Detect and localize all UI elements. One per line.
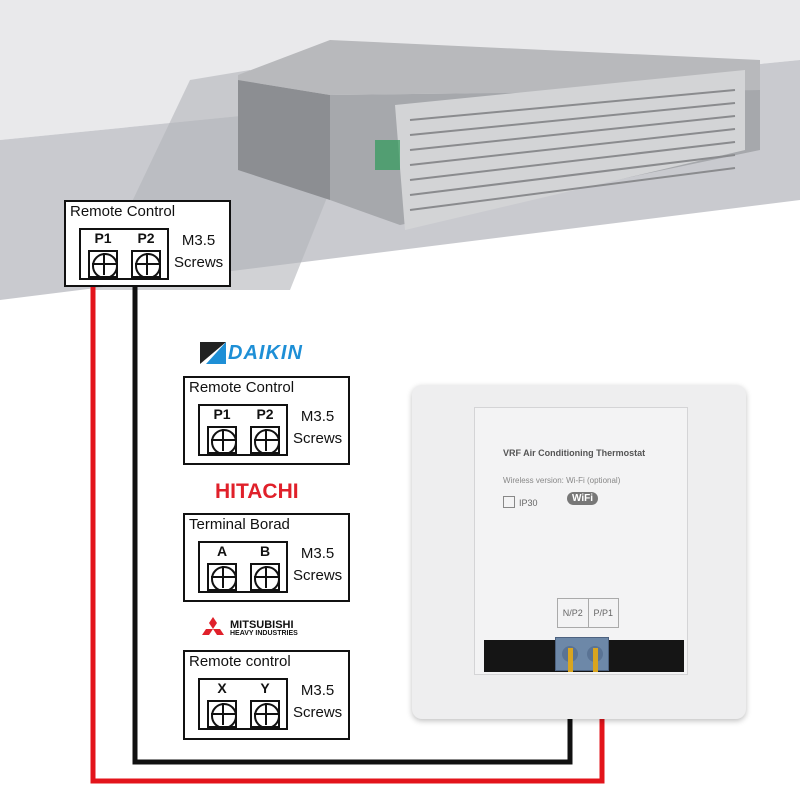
- terminal: B: [245, 543, 285, 592]
- daikin-mark-icon: [200, 342, 226, 364]
- terminal-labels: N/P2 P/P1: [557, 598, 619, 628]
- box-title: Remote control: [189, 653, 291, 670]
- thermostat-back: VRF Air Conditioning Thermostat Wireless…: [412, 385, 746, 719]
- screw-icon: [250, 426, 280, 455]
- screw-icon: [250, 563, 280, 592]
- ducted-ac-unit: [238, 40, 760, 230]
- screw-icon: [88, 250, 118, 279]
- box-title: Remote Control: [189, 379, 295, 396]
- red-wire: [90, 270, 605, 784]
- hitachi-logo: HITACHI: [215, 480, 299, 503]
- screw-icon: [207, 700, 237, 729]
- thermostat-title: VRF Air Conditioning Thermostat: [503, 448, 646, 458]
- terminal: P2: [126, 230, 166, 279]
- terminal-label-np2: N/P2: [558, 599, 589, 627]
- three-diamonds-icon: [202, 617, 224, 635]
- terminal: Y: [245, 680, 285, 729]
- ip-rating: IP30: [519, 498, 538, 508]
- wifi-logo-icon: WiFi: [567, 492, 599, 505]
- terminal: P1: [202, 406, 242, 455]
- terminal: P1: [83, 230, 123, 279]
- terminal: A: [202, 543, 242, 592]
- terminal: X: [202, 680, 242, 729]
- screw-icon: [207, 563, 237, 592]
- terminal-label-pp1: P/P1: [593, 608, 613, 618]
- box-title: Remote Control: [70, 203, 176, 220]
- box-title: Terminal Borad: [189, 516, 290, 533]
- ip-square-icon: [503, 496, 515, 508]
- screw-icon: [131, 250, 161, 279]
- thermostat-plate: VRF Air Conditioning Thermostat Wireless…: [474, 407, 688, 675]
- terminal: P2: [245, 406, 285, 455]
- screw-icon: [250, 700, 280, 729]
- screw-icon: [207, 426, 237, 455]
- terminal-block: [555, 637, 609, 672]
- wireless-text: Wireless version: Wi-Fi (optional): [503, 476, 621, 485]
